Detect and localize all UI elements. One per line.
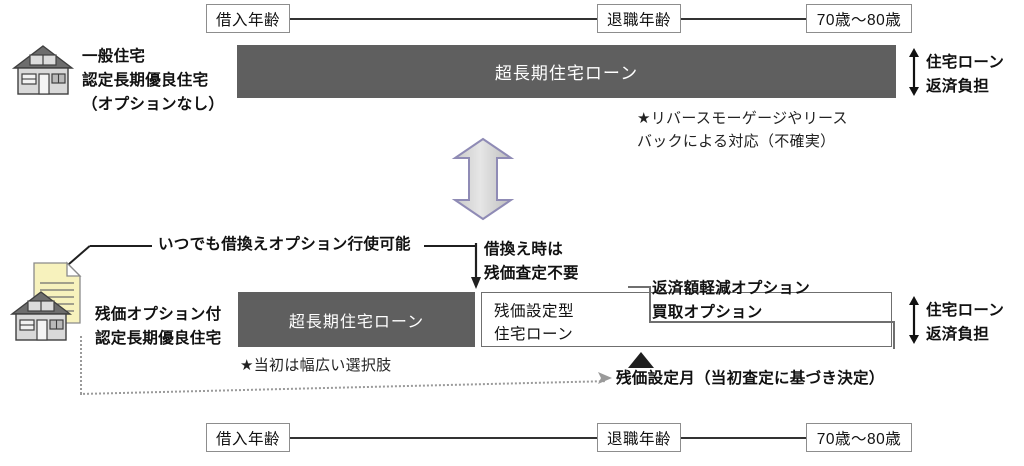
- dotted-leader-vertical: [80, 336, 82, 394]
- timeline-bottom-retirement-age-label: 退職年齢: [606, 430, 671, 448]
- top-house-label-line3: （オプションなし）: [82, 96, 225, 113]
- top-note-line1: ★リバースモーゲージやリース: [637, 110, 848, 127]
- timeline-bottom-borrow-age-box: 借入年齢: [206, 423, 290, 452]
- residual-box-line2: 住宅ローン: [494, 326, 574, 343]
- top-burden-label-line2: 返済負担: [926, 78, 990, 95]
- bottom-house-label-line1: 残価オプション付: [95, 306, 222, 323]
- timeline-top-retirement-age-label: 退職年齢: [606, 11, 671, 29]
- bottom-burden-label-line1: 住宅ローン: [926, 302, 1005, 319]
- options-bracket-top: [628, 286, 650, 288]
- refinance-down-arrow-icon: [468, 243, 484, 289]
- refinance-leader-horizontal: [424, 245, 476, 247]
- residual-box-line1: 残価設定型: [494, 303, 575, 320]
- top-house-label-line1: 一般住宅: [82, 48, 146, 65]
- bottom-loan-bar: 超長期住宅ローン: [238, 292, 475, 347]
- vertical-double-arrow-icon: [906, 296, 922, 344]
- bottom-burden-label-line2: 返済負担: [926, 326, 990, 343]
- residual-month-note: 残価設定月（当初査定に基づき決定）: [616, 370, 885, 387]
- top-house-label-line2: 認定長期優良住宅: [82, 72, 209, 89]
- timeline-bottom-segment-1: [288, 437, 609, 439]
- options-label-line1: 返済額軽減オプション: [652, 280, 811, 297]
- refinance-note-line1: 借換え時は: [484, 241, 564, 258]
- top-loan-bar-label: 超長期住宅ローン: [494, 64, 639, 83]
- document-leader-horizontal: [90, 245, 152, 247]
- refinance-note-line2: 残価査定不要: [484, 265, 579, 282]
- timeline-top-borrow-age-box: 借入年齢: [206, 4, 290, 33]
- timeline-top-borrow-age-label: 借入年齢: [215, 11, 280, 29]
- options-bracket-vertical-right: [893, 321, 895, 349]
- timeline-top-age-range-label: 70歳〜80歳: [816, 11, 902, 29]
- timeline-bottom-segment-2: [678, 437, 808, 439]
- residual-value-loan-box: 残価設定型 住宅ローン: [481, 292, 892, 347]
- options-bracket-horizontal: [649, 321, 895, 323]
- top-loan-bar: 超長期住宅ローン: [237, 45, 896, 98]
- top-burden-label-line1: 住宅ローン: [926, 54, 1005, 71]
- timeline-bottom-age-range-box: 70歳〜80歳: [806, 423, 912, 452]
- bottom-house-label-line2: 認定長期優良住宅: [95, 330, 222, 347]
- up-triangle-marker-icon: [628, 352, 654, 368]
- timeline-top-segment-1: [288, 18, 609, 20]
- bottom-loan-bar-label: 超長期住宅ローン: [288, 313, 425, 331]
- timeline-top-segment-2: [678, 18, 808, 20]
- double-vertical-arrow-icon: [451, 137, 515, 221]
- dotted-leader-arrowhead-icon: [598, 372, 612, 384]
- timeline-top-age-range-box: 70歳〜80歳: [806, 4, 912, 33]
- house-icon: [9, 290, 73, 342]
- vertical-double-arrow-icon: [906, 48, 922, 96]
- options-bracket-vertical-left: [649, 286, 651, 322]
- timeline-top-retirement-age-box: 退職年齢: [597, 4, 681, 33]
- dotted-leader-horizontal: [80, 380, 605, 395]
- timeline-bottom-retirement-age-box: 退職年齢: [597, 423, 681, 452]
- timeline-bottom-age-range-label: 70歳〜80歳: [816, 430, 902, 448]
- timeline-bottom-borrow-age-label: 借入年齢: [215, 430, 280, 448]
- top-note-line2: バックによる対応（不確実）: [637, 133, 836, 150]
- bottom-note-star: ★当初は幅広い選択肢: [240, 357, 392, 374]
- house-icon: [11, 44, 75, 96]
- switch-option-note: いつでも借換えオプション行使可能: [158, 236, 411, 253]
- options-label-line2: 買取オプション: [652, 304, 763, 321]
